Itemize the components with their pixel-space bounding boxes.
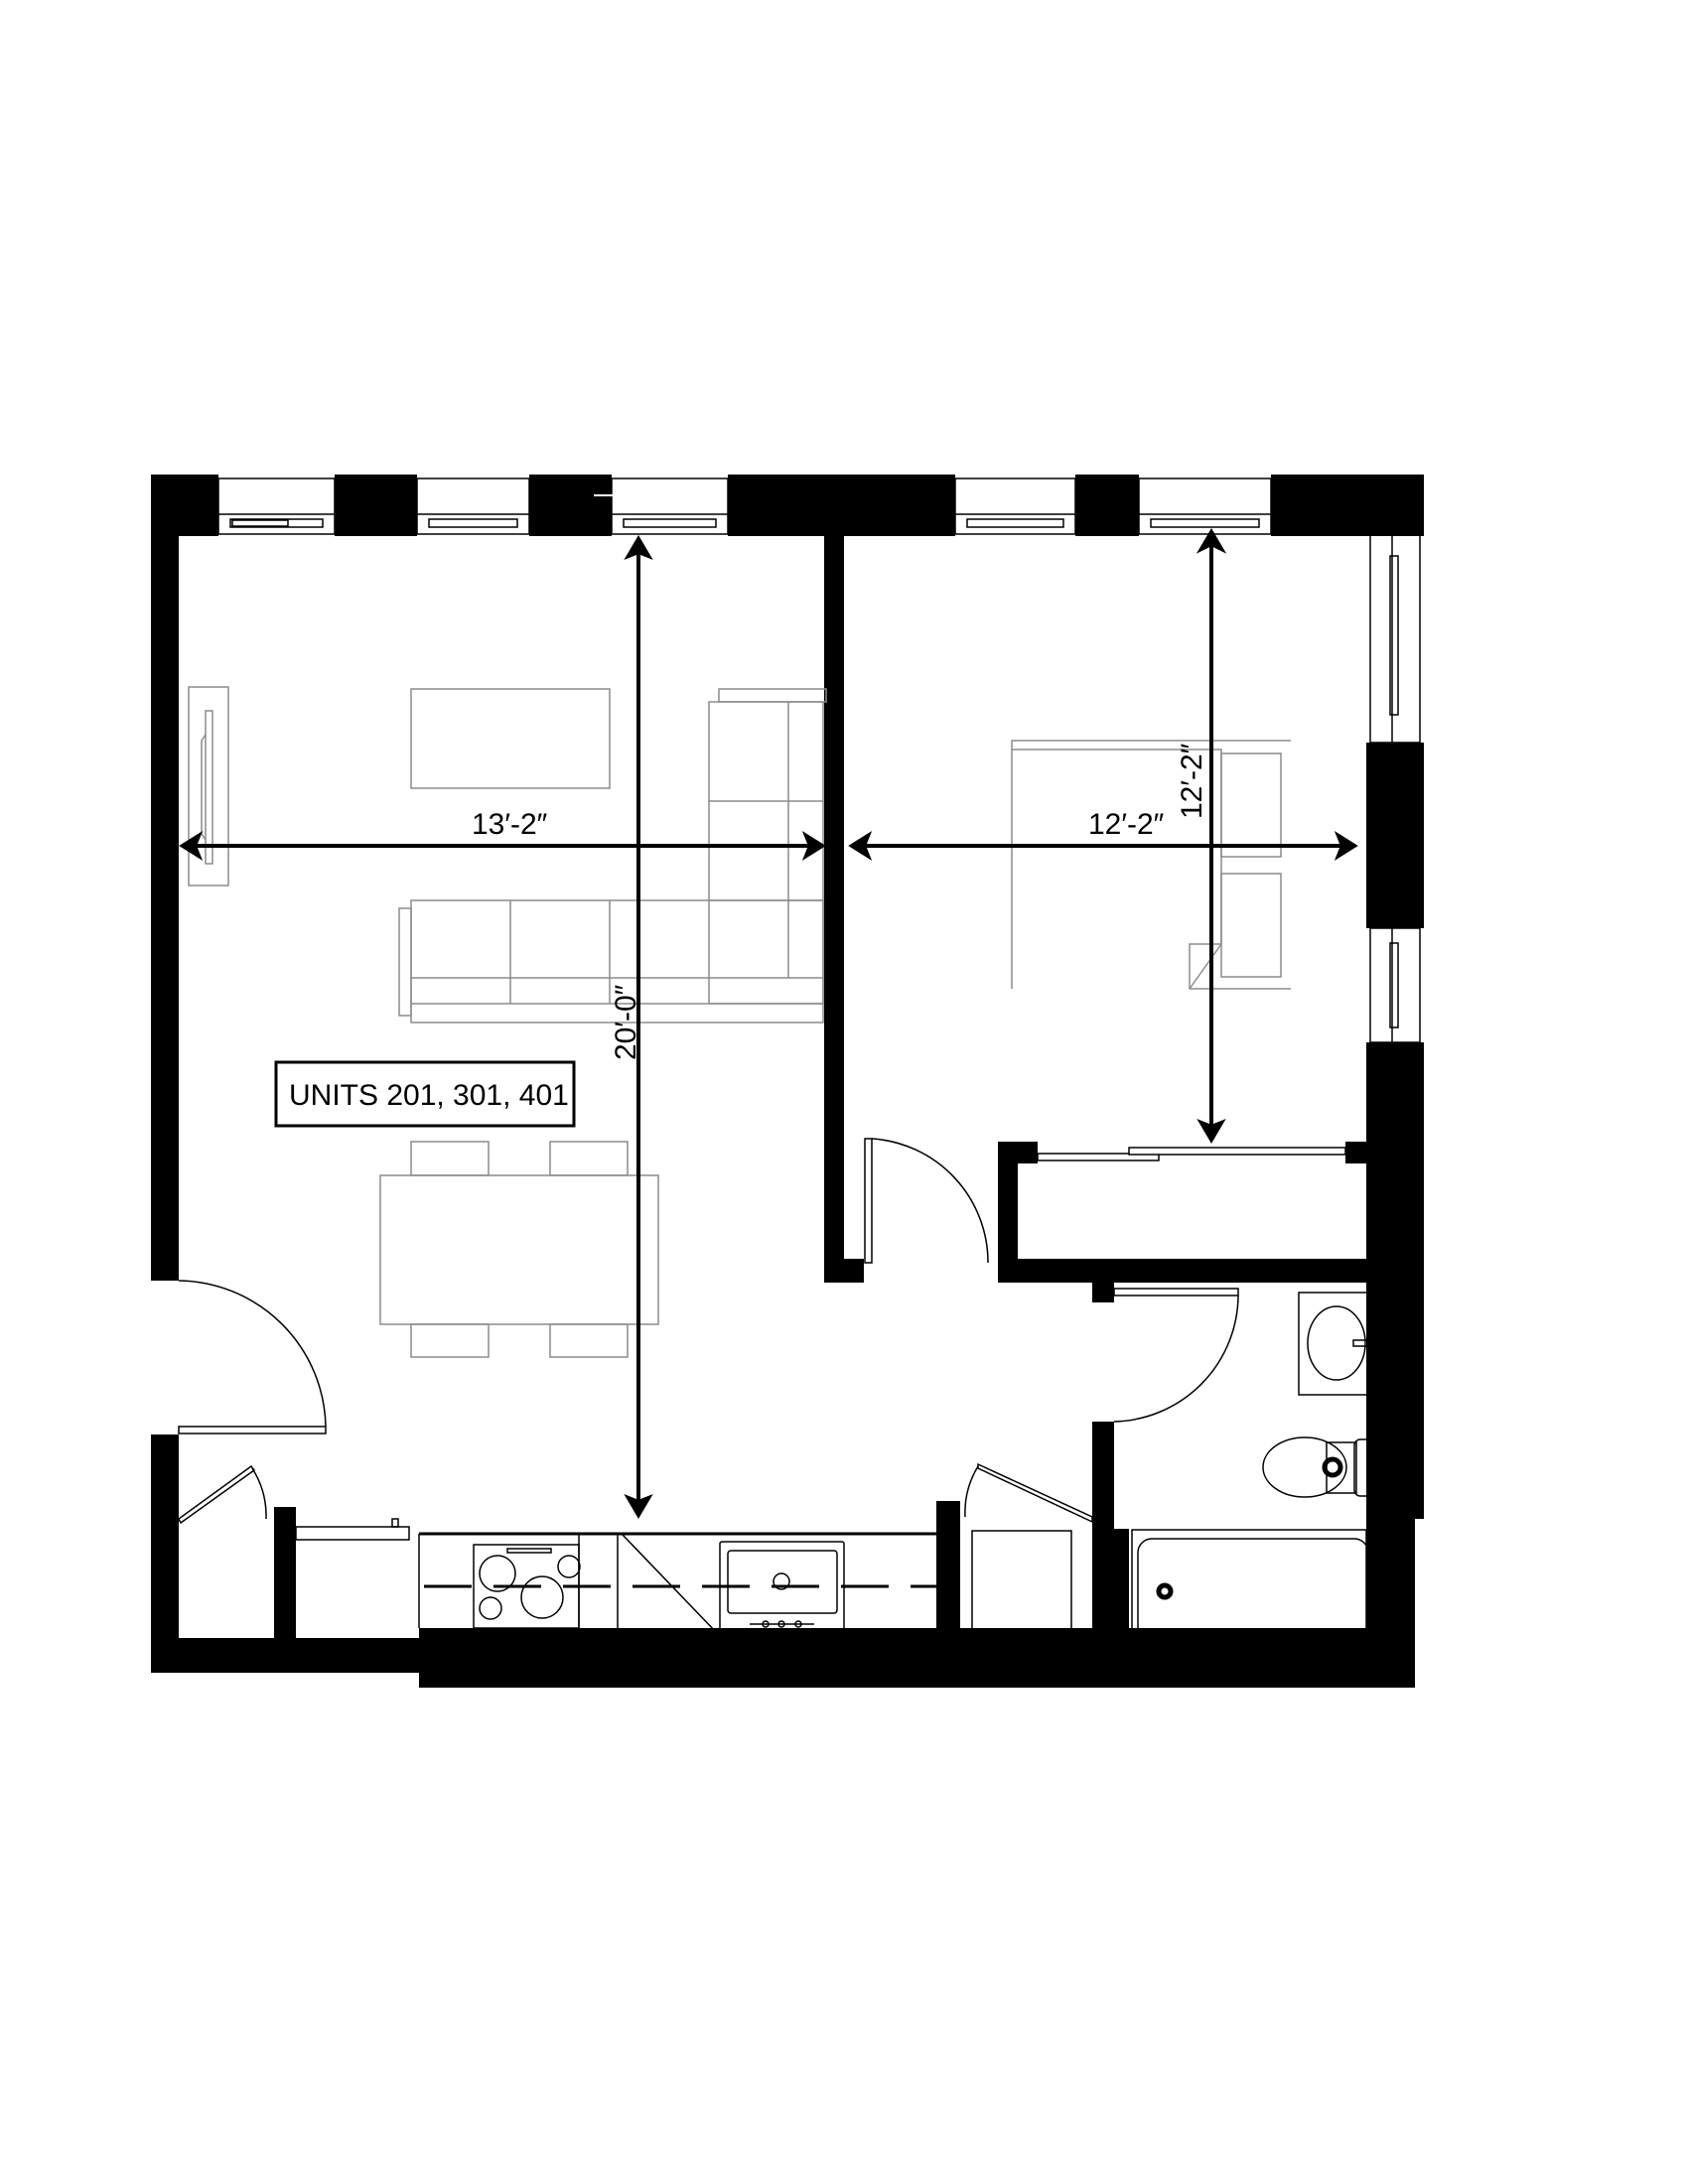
toilet	[1262, 1436, 1377, 1498]
nightstand-2	[1220, 873, 1282, 978]
unit-depth-label: 20′-0″	[610, 984, 642, 1060]
window-top-3	[611, 478, 729, 535]
bathroom-fixtures	[1131, 1292, 1379, 1652]
window-right-2	[1369, 927, 1421, 1043]
closet-sliding-door[interactable]	[1037, 1147, 1346, 1161]
living-width-label: 13′-2″	[472, 808, 548, 841]
pantry-door-left[interactable]	[178, 1464, 267, 1525]
entry-door[interactable]	[178, 1280, 327, 1434]
kitchen	[295, 1518, 1072, 1637]
utility-door[interactable]	[964, 1462, 1093, 1524]
window-top-4	[954, 478, 1076, 535]
windows	[217, 478, 1421, 1043]
bathroom-sink	[1298, 1292, 1379, 1396]
bathroom-door[interactable]	[1113, 1288, 1239, 1423]
bedroom-door[interactable]	[864, 1138, 989, 1264]
bedroom-width-label: 12′-2″	[1088, 808, 1165, 841]
doors	[178, 1138, 1346, 1525]
coffee-table	[410, 688, 611, 789]
dishwasher-diagonal	[621, 1533, 718, 1634]
sectional-sofa	[398, 688, 827, 1024]
window-right-1	[1369, 528, 1421, 744]
nightstand-1	[1220, 752, 1282, 858]
bed	[1011, 740, 1291, 990]
window-top-5	[1138, 478, 1272, 535]
wall-mark	[594, 494, 622, 496]
unit-label: UNITS 201, 301, 401	[274, 1060, 576, 1128]
dishwasher	[971, 1530, 1072, 1637]
dimensions	[179, 528, 1358, 1519]
walls	[151, 475, 1424, 1688]
bedroom-furniture	[1011, 740, 1291, 990]
pantry	[295, 1518, 410, 1541]
dining-set	[379, 1141, 659, 1358]
bedroom-depth-label: 12′-2″	[1176, 743, 1208, 819]
living-furniture	[188, 686, 827, 1358]
window-top-1	[217, 478, 336, 535]
tv-console	[188, 686, 229, 887]
window-top-2	[416, 478, 530, 535]
unit-label-text: UNITS 201, 301, 401	[289, 1079, 569, 1112]
bathtub	[1131, 1529, 1369, 1652]
